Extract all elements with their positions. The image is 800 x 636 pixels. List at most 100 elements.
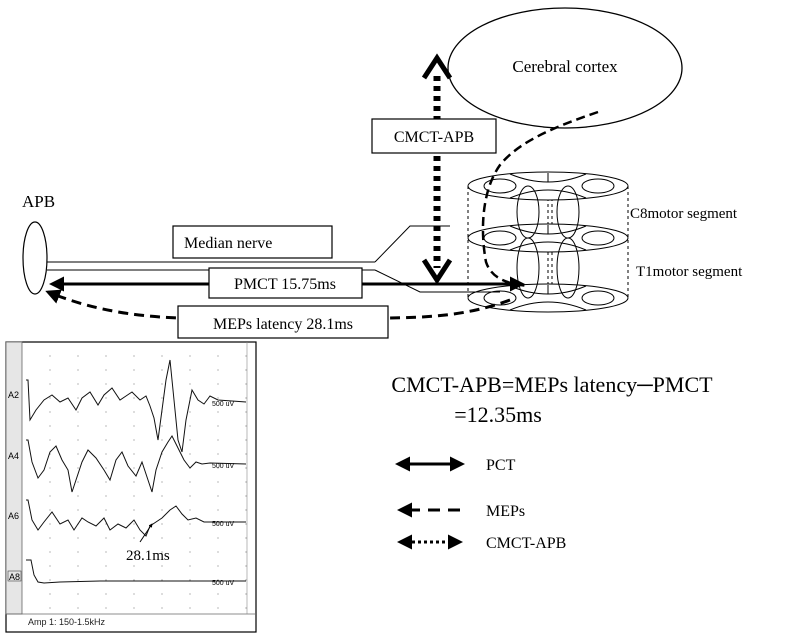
grid-dot [189, 523, 191, 525]
cerebral-cortex: Cerebral cortex [447, 7, 683, 129]
grid-dot [133, 467, 135, 469]
grid-dot [245, 453, 247, 455]
grid-dot [189, 495, 191, 497]
grid-dot [105, 425, 107, 427]
grid-dot [245, 383, 247, 385]
grid-dot [133, 579, 135, 581]
grid-dot [77, 551, 79, 553]
apb-muscle: APB [22, 192, 55, 295]
legend-item-dashed: MEPs [397, 502, 525, 520]
grid-dot [161, 565, 163, 567]
grid-dot [105, 495, 107, 497]
pmct-label: PMCT 15.75ms [234, 276, 336, 293]
grid-dot [189, 607, 191, 609]
cmct-box: CMCT-APB [371, 118, 497, 154]
grid-dot [133, 453, 135, 455]
grid-dot [77, 495, 79, 497]
grid-dot [189, 579, 191, 581]
grid-dot [217, 481, 219, 483]
trace-a2 [26, 359, 247, 453]
grid-dot [217, 593, 219, 595]
channel-label-a2: A2 [8, 390, 19, 400]
grid-dot [161, 369, 163, 371]
grid-dot [245, 411, 247, 413]
grid-dot [49, 439, 51, 441]
emg-grid [49, 355, 247, 609]
grid-dot [133, 509, 135, 511]
grid-dot [49, 481, 51, 483]
scale-label-a2: 500 uV [212, 401, 235, 408]
grid-dot [189, 537, 191, 539]
grid-dot [49, 551, 51, 553]
latency-annotation: 28.1ms [126, 548, 170, 564]
grid-dot [77, 607, 79, 609]
c8-top-disc [467, 171, 629, 201]
grid-dot [161, 607, 163, 609]
grid-dot [217, 607, 219, 609]
grid-dot [245, 355, 247, 357]
grid-dot [133, 593, 135, 595]
grid-dot [105, 565, 107, 567]
grid-dot [133, 355, 135, 357]
channel-label-a8: A8 [9, 572, 20, 582]
grid-dot [161, 551, 163, 553]
grid-dot [77, 439, 79, 441]
grid-dot [49, 425, 51, 427]
grid-dot [105, 481, 107, 483]
scale-label-a8: 500 uV [212, 580, 235, 587]
legend-item-solid: PCT [395, 456, 516, 474]
t1-bottom-disc [467, 283, 629, 313]
grid-dot [189, 509, 191, 511]
grid-dot [161, 495, 163, 497]
grid-dot [105, 369, 107, 371]
c8-segment-label: C8motor segment [630, 206, 738, 222]
grid-dot [217, 355, 219, 357]
grid-dot [49, 383, 51, 385]
grid-dot [217, 509, 219, 511]
grid-dot [77, 509, 79, 511]
grid-dot [245, 509, 247, 511]
grid-dot [105, 439, 107, 441]
grid-dot [133, 397, 135, 399]
trace-a6 [26, 499, 246, 537]
grid-dot [217, 439, 219, 441]
grid-dot [49, 467, 51, 469]
trace-a8 [26, 559, 246, 584]
channel-label-a6: A6 [8, 511, 19, 521]
grid-dot [189, 355, 191, 357]
grid-dot [161, 579, 163, 581]
grid-dot [245, 565, 247, 567]
grid-dot [77, 593, 79, 595]
grid-dot [133, 439, 135, 441]
grid-dot [105, 579, 107, 581]
grid-dot [77, 411, 79, 413]
grid-dot [245, 523, 247, 525]
grid-dot [133, 411, 135, 413]
grid-dot [161, 523, 163, 525]
legend-item-dotted: CMCT-APB [397, 534, 566, 552]
grid-dot [133, 537, 135, 539]
grid-dot [77, 453, 79, 455]
grid-dot [161, 397, 163, 399]
grid-dot [49, 579, 51, 581]
meps-label: MEPs latency 28.1ms [213, 316, 353, 333]
grid-dot [245, 481, 247, 483]
grid-dot [77, 467, 79, 469]
grid-dot [189, 369, 191, 371]
grid-dot [245, 439, 247, 441]
apb-label: APB [22, 192, 55, 211]
grid-dot [245, 607, 247, 609]
grid-dot [161, 593, 163, 595]
cmct-dotted-path [421, 53, 453, 285]
grid-dot [49, 397, 51, 399]
grid-dot [49, 369, 51, 371]
grid-dot [245, 551, 247, 553]
cmct-box-label: CMCT-APB [394, 129, 474, 146]
grid-dot [161, 355, 163, 357]
grid-dot [161, 383, 163, 385]
grid-dot [189, 481, 191, 483]
grid-dot [105, 411, 107, 413]
grid-dot [189, 453, 191, 455]
grid-dot [77, 369, 79, 371]
